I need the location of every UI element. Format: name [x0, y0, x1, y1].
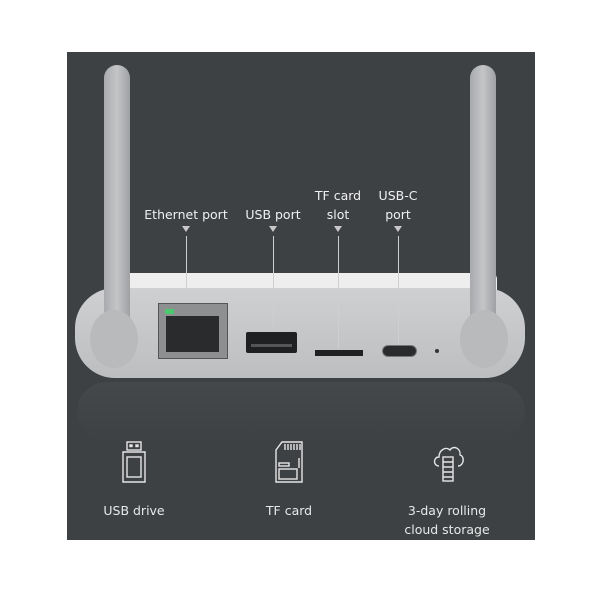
tf-label-line2: slot: [326, 207, 350, 222]
tf-card-caption: TF card: [265, 503, 313, 518]
usb-port: [246, 332, 297, 353]
ethernet-arrow-icon: [182, 226, 190, 232]
usbc-label-line1: USB-C: [378, 188, 418, 203]
device-reflection: [77, 382, 525, 442]
cloud-storage-caption: 3-day rolling cloud storage: [404, 501, 489, 539]
tf-pointer-line: [338, 236, 339, 348]
usbc-pointer-line: [398, 236, 399, 344]
ethernet-port: [158, 303, 228, 359]
usb-c-port: [382, 345, 417, 357]
right-antenna-base: [460, 310, 508, 368]
usb-arrow-icon: [269, 226, 277, 232]
ethernet-led: [165, 309, 174, 314]
device-body: [75, 288, 525, 378]
reset-hole: [435, 349, 439, 353]
product-panel: Ethernet port USB port TF card slot USB-C…: [67, 52, 535, 540]
usb-drive-icon: [122, 441, 146, 483]
tf-label-line1: TF card: [314, 188, 362, 203]
ethernet-socket: [166, 316, 219, 352]
cloud-storage-icon: [433, 446, 464, 482]
usb-c-port-label: USB-C port: [379, 187, 418, 223]
usbc-label-line2: port: [385, 207, 411, 222]
cloud-caption-line1: 3-day rolling: [407, 503, 487, 518]
tf-card-icon: [275, 441, 303, 483]
cloud-caption-line2: cloud storage: [404, 522, 490, 537]
usbc-arrow-icon: [394, 226, 402, 232]
usb-drive-caption: USB drive: [103, 503, 165, 518]
ethernet-pointer-line: [186, 236, 187, 302]
usb-pointer-line: [273, 236, 274, 326]
ethernet-port-label: Ethernet port: [144, 207, 228, 222]
tf-arrow-icon: [334, 226, 342, 232]
usb-port-label: USB port: [245, 207, 301, 222]
left-antenna-base: [90, 310, 138, 368]
tf-card-slot-label: TF card slot: [315, 187, 361, 223]
tf-card-slot: [315, 350, 363, 356]
